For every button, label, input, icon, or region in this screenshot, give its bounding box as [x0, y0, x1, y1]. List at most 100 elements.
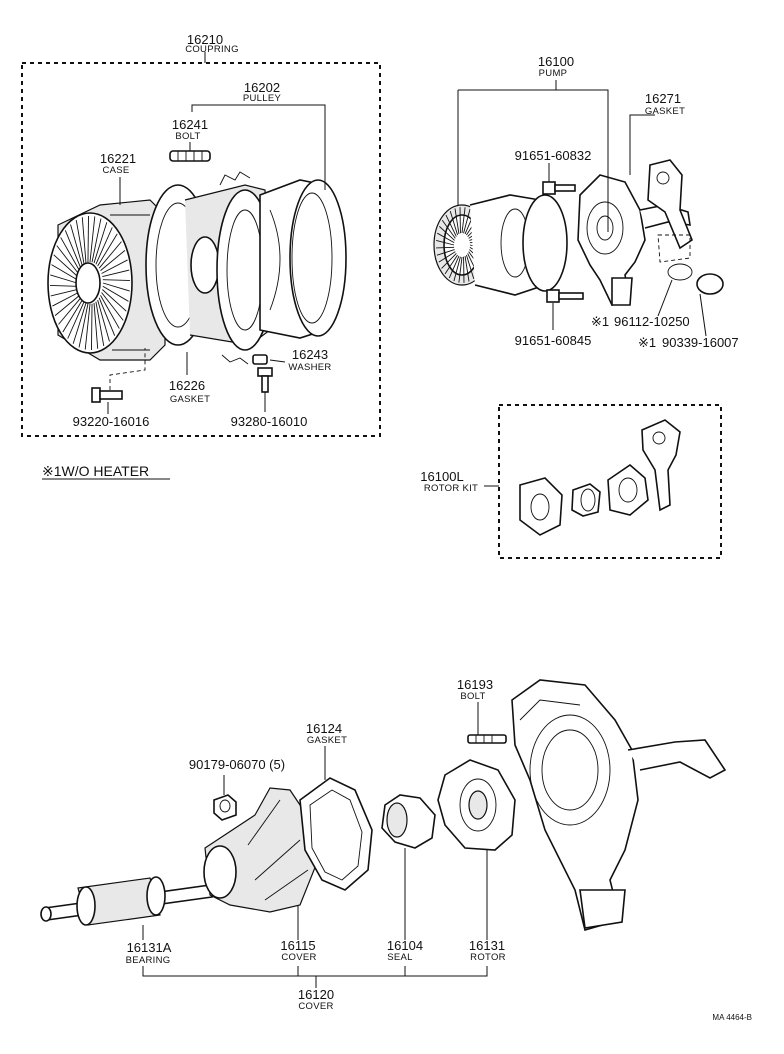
- fan-fin: [437, 232, 455, 244]
- plug-number: 90339-16007: [662, 335, 739, 350]
- fan-fin: [436, 240, 455, 246]
- fan-fin: [95, 301, 105, 346]
- cover-b-label: COVER: [298, 1001, 333, 1012]
- pulley-number: 16202: [244, 80, 280, 95]
- bearing-number: 16131A: [127, 940, 172, 955]
- gasket-c-number: 16124: [306, 721, 342, 736]
- bolt-c-number: 91651-60845: [515, 333, 592, 348]
- fan-fin: [438, 251, 456, 263]
- bolt-d-number: 16193: [457, 677, 493, 692]
- fan-fin: [51, 264, 78, 281]
- coupling-label: COUPRING: [185, 44, 239, 55]
- bolt-d-label: BOLT: [460, 691, 485, 702]
- pulley-drawing: [259, 179, 347, 339]
- fan-fin: [97, 233, 118, 267]
- hose-clamp-number: 96112-10250: [614, 314, 690, 329]
- fan-fin: [444, 254, 458, 275]
- heater-note: ※1W/O HEATER: [42, 463, 149, 479]
- cover-b-number: 16120: [298, 987, 334, 1002]
- fan-fin: [50, 274, 78, 284]
- fan-fin: [56, 245, 79, 274]
- fan-fin: [461, 207, 466, 234]
- screw-a-number: 93220-16016: [73, 414, 150, 429]
- screw-93220-drawing: [91, 387, 123, 403]
- cover-a-number: 16115: [280, 938, 315, 953]
- rotor-kit-drawing: [519, 419, 681, 536]
- case-number: 16221: [100, 151, 136, 166]
- fan-fin: [53, 254, 78, 277]
- fan-fin: [101, 259, 128, 274]
- fan-fin: [464, 256, 470, 282]
- fan-fin: [102, 285, 129, 302]
- washer-drawing: [252, 354, 268, 365]
- fan-fin: [54, 294, 80, 316]
- fan-fin: [101, 292, 124, 321]
- gasket-a-label: GASKET: [170, 394, 210, 405]
- pump-assembly-drawing: [433, 159, 724, 306]
- fan-fin: [95, 227, 113, 265]
- case-label: CASE: [102, 165, 129, 176]
- bolt-b-number: 91651-60832: [515, 148, 592, 163]
- cover-16115-drawing: [203, 787, 319, 913]
- screw-b-number: 93280-16010: [231, 414, 308, 429]
- fan-fin: [100, 295, 120, 329]
- seal-number: 16104: [387, 938, 423, 953]
- plug-prefix: ※1: [638, 335, 656, 350]
- rotor-kit-box: [498, 404, 722, 559]
- nut-drawing: [213, 794, 237, 821]
- fan-fin: [91, 303, 93, 350]
- fan-fin: [52, 292, 79, 307]
- fan-fin: [60, 237, 80, 271]
- fan-fin: [453, 256, 461, 282]
- fan-fin: [64, 230, 82, 269]
- bolt-a-label: BOLT: [175, 131, 200, 142]
- watermark-code: MA 4464-B: [712, 1013, 752, 1022]
- fan-fin: [458, 256, 463, 283]
- fan-fin: [102, 279, 130, 281]
- gasket-b-number: 16271: [645, 91, 681, 106]
- fan-fin: [102, 289, 127, 312]
- fan-fin: [72, 302, 87, 344]
- fan-fin: [75, 220, 85, 265]
- rotor-drawing: [437, 759, 516, 851]
- fan-fin: [454, 208, 460, 234]
- washer-label: WASHER: [288, 362, 331, 373]
- bolt-16241-drawing: [169, 150, 211, 162]
- cover-a-label: COVER: [281, 952, 316, 963]
- fan-fin: [93, 302, 99, 349]
- fan-fin: [436, 246, 455, 249]
- fan-fin: [100, 250, 126, 272]
- fan-fin: [62, 299, 83, 333]
- screw-93280-drawing: [257, 367, 273, 393]
- fan-fin: [448, 255, 460, 279]
- bearing-label: BEARING: [126, 955, 171, 966]
- seal-drawing: [381, 794, 436, 849]
- fan-fin: [102, 269, 130, 277]
- fan-fin: [70, 224, 83, 267]
- rotor-number: 16131: [469, 938, 505, 953]
- coupling-number: 16210: [187, 32, 223, 47]
- bolt-a-number: 16241: [172, 117, 208, 132]
- gasket-16124-drawing: [299, 777, 373, 891]
- gasket-a-number: 16226: [169, 378, 205, 393]
- fan-fin: [50, 285, 78, 287]
- coupling-group-box: [21, 62, 381, 437]
- fan-case-drawing: [47, 199, 166, 361]
- fan-fin: [445, 214, 457, 237]
- fan-fin: [466, 254, 475, 280]
- nut-number: 90179-06070 (5): [189, 757, 285, 772]
- pump-number: 16100: [538, 54, 574, 69]
- fan-fin: [84, 303, 91, 350]
- coupling-body-drawing: [145, 171, 274, 365]
- fan-fin: [449, 210, 458, 236]
- fan-fin: [97, 299, 110, 342]
- gasket-c-label: GASKET: [307, 735, 347, 746]
- bolt-16193-drawing: [467, 734, 507, 744]
- bearing-drawing: [40, 876, 213, 926]
- fan-fin: [441, 219, 456, 239]
- washer-number: 16243: [292, 347, 328, 362]
- fan-fin: [436, 249, 455, 256]
- fan-fin: [441, 253, 457, 269]
